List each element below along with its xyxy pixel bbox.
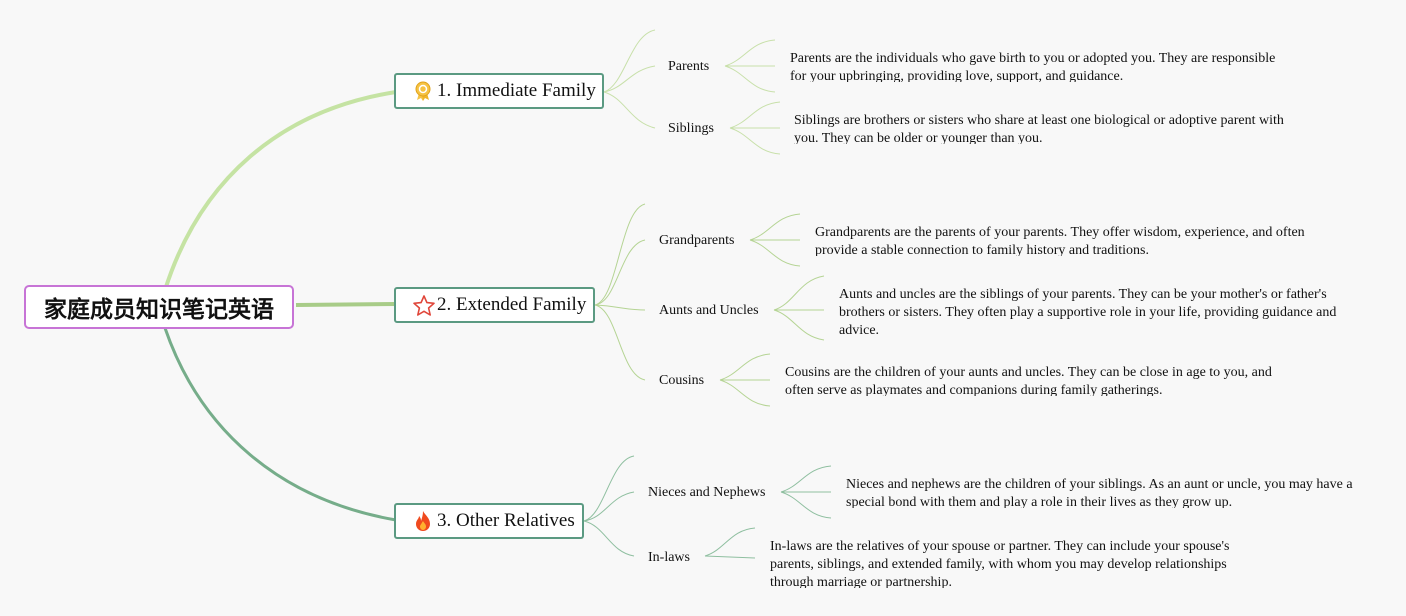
branch-extended-family[interactable]: 2. Extended Family [394,287,595,323]
branch-other-relatives[interactable]: 3. Other Relatives [394,503,584,539]
fire-icon [412,510,434,532]
desc-grandparents: Grandparents are the parents of your par… [815,225,1305,256]
star-icon [412,294,435,316]
node-grandparents[interactable]: Grandparents [659,233,735,248]
desc-in-laws: In-laws are the relatives of your spouse… [770,539,1230,588]
branch-label: 2. Extended Family [437,294,587,315]
node-nieces-and-nephews[interactable]: Nieces and Nephews [648,485,766,500]
branch-immediate-family[interactable]: 1. Immediate Family [394,73,604,109]
node-aunts-and-uncles[interactable]: Aunts and Uncles [659,303,759,318]
desc-aunts-and-uncles: Aunts and uncles are the siblings of you… [839,287,1337,336]
node-cousins[interactable]: Cousins [659,373,705,388]
desc-cousins: Cousins are the children of your aunts a… [785,365,1272,396]
desc-nieces-and-nephews: Nieces and nephews are the children of y… [846,477,1353,508]
branch-label: 1. Immediate Family [437,80,596,101]
root-node[interactable]: 家庭成员知识笔记英语 [24,285,294,329]
node-parents[interactable]: Parents [668,59,710,74]
node-siblings[interactable]: Siblings [668,121,714,136]
desc-parents: Parents are the individuals who gave bir… [790,51,1276,82]
ribbon-icon [412,80,434,102]
desc-siblings: Siblings are brothers or sisters who sha… [794,113,1284,144]
branch-label: 3. Other Relatives [437,510,575,531]
node-in-laws[interactable]: In-laws [648,550,690,565]
root-title: 家庭成员知识笔记英语 [44,297,274,323]
